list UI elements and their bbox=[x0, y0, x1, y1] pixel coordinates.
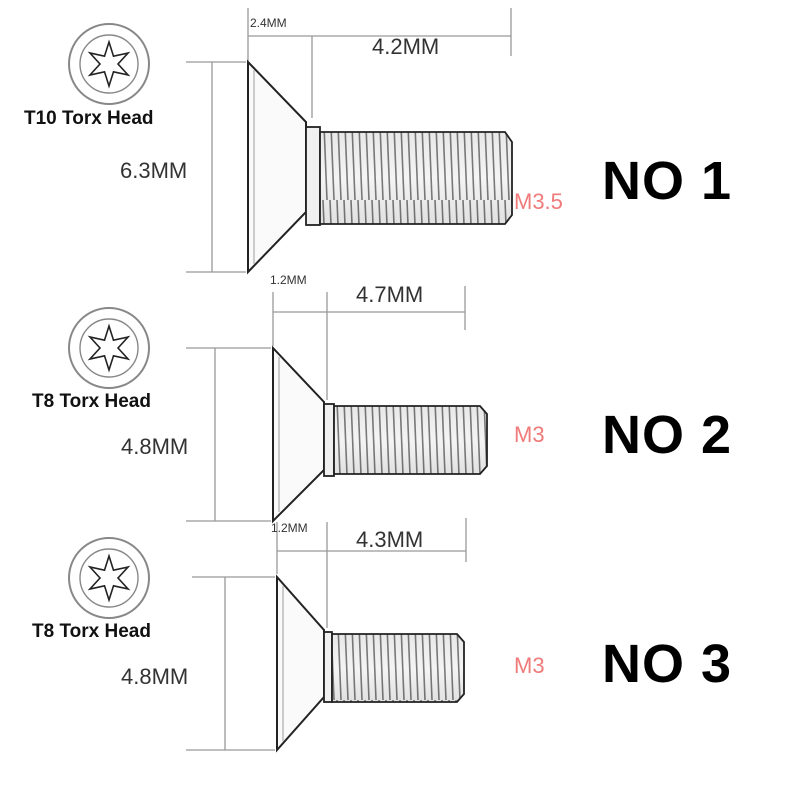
screw-body bbox=[276, 574, 465, 753]
screw-number-label: NO 2 bbox=[602, 405, 733, 465]
head-type-label: T10 Torx Head bbox=[24, 108, 154, 129]
length-label: 4.7MM bbox=[356, 282, 424, 307]
screw-1 bbox=[68, 8, 513, 275]
screw-2 bbox=[68, 286, 488, 524]
head-height-label: 2.4MM bbox=[250, 16, 287, 30]
head-type-label: T8 Torx Head bbox=[32, 621, 151, 642]
head-diameter-label: 4.8MM bbox=[121, 434, 189, 459]
thread-size-label: M3 bbox=[514, 422, 545, 447]
screw-3 bbox=[68, 518, 467, 753]
head-diameter-label: 6.3MM bbox=[120, 158, 188, 183]
dimension-lines bbox=[186, 8, 512, 273]
head-type-label: T8 Torx Head bbox=[32, 391, 151, 412]
dimension-lines bbox=[186, 286, 466, 522]
head-height-label: 1.2MM bbox=[270, 273, 307, 287]
thread-size-label: M3 bbox=[514, 653, 545, 678]
dimension-lines bbox=[186, 518, 467, 751]
length-label: 4.2MM bbox=[372, 34, 440, 59]
length-label: 4.3MM bbox=[356, 527, 424, 552]
screw-body bbox=[272, 345, 488, 524]
torx-icon bbox=[68, 537, 150, 619]
screw-number-label: NO 3 bbox=[602, 634, 733, 694]
thread-size-label: M3.5 bbox=[514, 189, 563, 214]
torx-icon bbox=[68, 307, 150, 389]
head-height-label: 1.2MM bbox=[271, 521, 308, 535]
torx-icon bbox=[68, 23, 150, 105]
screw-number-label: NO 1 bbox=[602, 151, 733, 211]
screw-body bbox=[247, 59, 513, 275]
head-diameter-label: 4.8MM bbox=[121, 664, 189, 689]
